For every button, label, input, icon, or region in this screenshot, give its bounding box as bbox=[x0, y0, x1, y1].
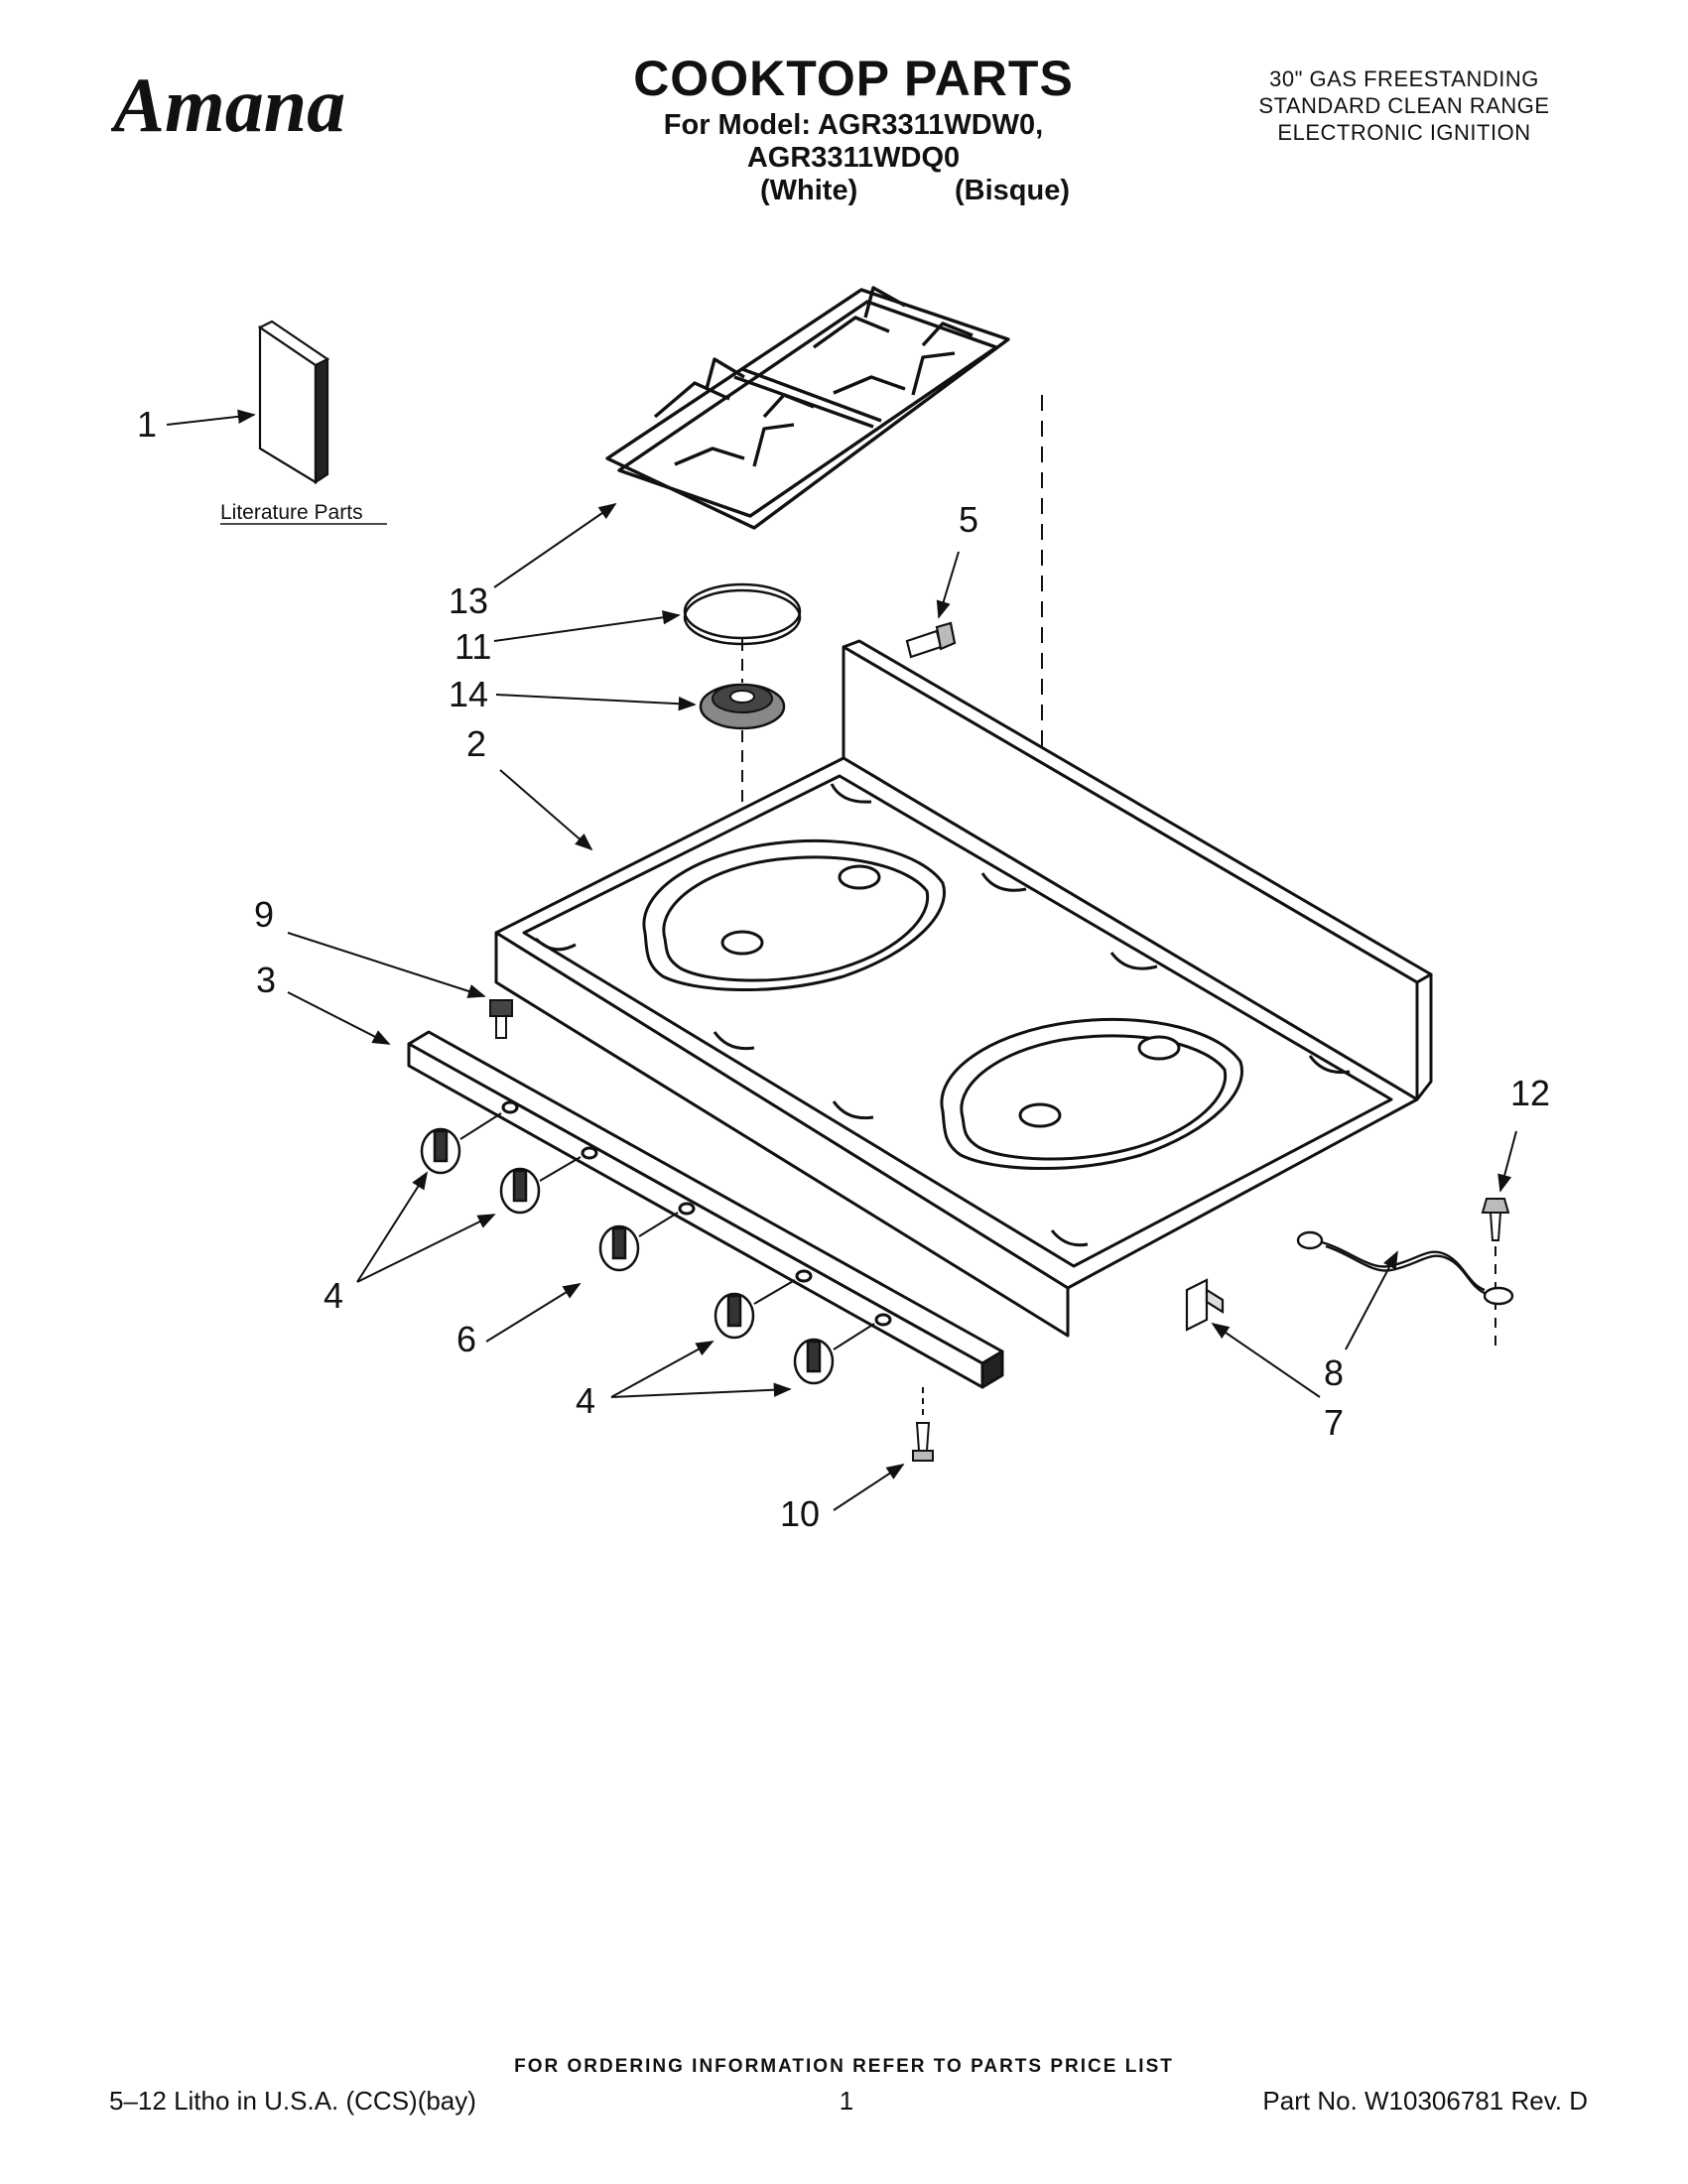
knob-icon bbox=[598, 1224, 640, 1272]
screw-12 bbox=[1481, 1198, 1510, 1351]
description-line: 30" GAS FREESTANDING bbox=[1269, 66, 1539, 91]
knob-icon bbox=[499, 1167, 541, 1215]
product-description: 30" GAS FREESTANDING STANDARD CLEAN RANG… bbox=[1206, 65, 1603, 146]
callout-12: 12 bbox=[1510, 1073, 1550, 1113]
knob-icon bbox=[714, 1292, 755, 1340]
knob-guide-lines bbox=[459, 1112, 875, 1350]
color-bisque-label: (Bisque) bbox=[955, 175, 1070, 206]
ordering-note: FOR ORDERING INFORMATION REFER TO PARTS … bbox=[514, 2056, 1174, 2077]
burner-cap bbox=[683, 582, 802, 646]
callout-8: 8 bbox=[1324, 1352, 1344, 1393]
callout-7: 7 bbox=[1324, 1402, 1344, 1443]
literature-booklet bbox=[257, 320, 330, 485]
cooktop-assembly bbox=[494, 639, 1433, 1338]
callout-10: 10 bbox=[780, 1493, 820, 1534]
model-colors: (White) (Bisque) bbox=[556, 175, 1151, 210]
callout-11: 11 bbox=[454, 626, 491, 667]
model-line: For Model: AGR3311WDW0, AGR3311WDQ0 bbox=[663, 109, 1044, 174]
knob-icon bbox=[420, 1127, 461, 1175]
bracket-7 bbox=[1185, 1278, 1225, 1332]
amana-logo: Amana bbox=[108, 60, 389, 149]
brand-logo-text: Amana bbox=[111, 62, 345, 148]
callout-14: 14 bbox=[449, 674, 488, 714]
callout-3: 3 bbox=[256, 960, 276, 1000]
litho-info: 5–12 Litho in U.S.A. (CCS)(bay) bbox=[109, 2086, 476, 2116]
color-white-label: (White) bbox=[760, 175, 858, 206]
callout-4: 4 bbox=[324, 1275, 343, 1316]
callout-5: 5 bbox=[959, 499, 978, 540]
clip-9 bbox=[489, 999, 513, 1039]
control-knobs bbox=[420, 1127, 835, 1385]
callout-leaders bbox=[166, 409, 1517, 1511]
page-header: COOKTOP PARTS For Model: AGR3311WDW0, AG… bbox=[556, 50, 1151, 210]
burner-base bbox=[699, 683, 786, 730]
ground-wire-8 bbox=[1296, 1230, 1514, 1306]
description-line: ELECTRONIC IGNITION bbox=[1277, 120, 1531, 145]
callout-4: 4 bbox=[576, 1380, 595, 1421]
literature-parts-label: Literature Parts bbox=[220, 501, 363, 524]
description-line: STANDARD CLEAN RANGE bbox=[1258, 93, 1550, 118]
burner-grate bbox=[605, 286, 1010, 530]
page-number: 1 bbox=[839, 2086, 854, 2116]
page-title: COOKTOP PARTS bbox=[633, 51, 1074, 106]
callout-1: 1 bbox=[137, 404, 157, 445]
callout-6: 6 bbox=[456, 1319, 476, 1359]
callout-13: 13 bbox=[449, 580, 488, 621]
screw-5 bbox=[905, 621, 957, 659]
screw-10 bbox=[912, 1387, 934, 1462]
callout-2: 2 bbox=[466, 723, 486, 764]
callout-9: 9 bbox=[254, 894, 274, 935]
knob-icon bbox=[793, 1338, 835, 1385]
control-panel-trim bbox=[407, 1030, 1004, 1389]
part-number: Part No. W10306781 Rev. D bbox=[1262, 2086, 1588, 2116]
